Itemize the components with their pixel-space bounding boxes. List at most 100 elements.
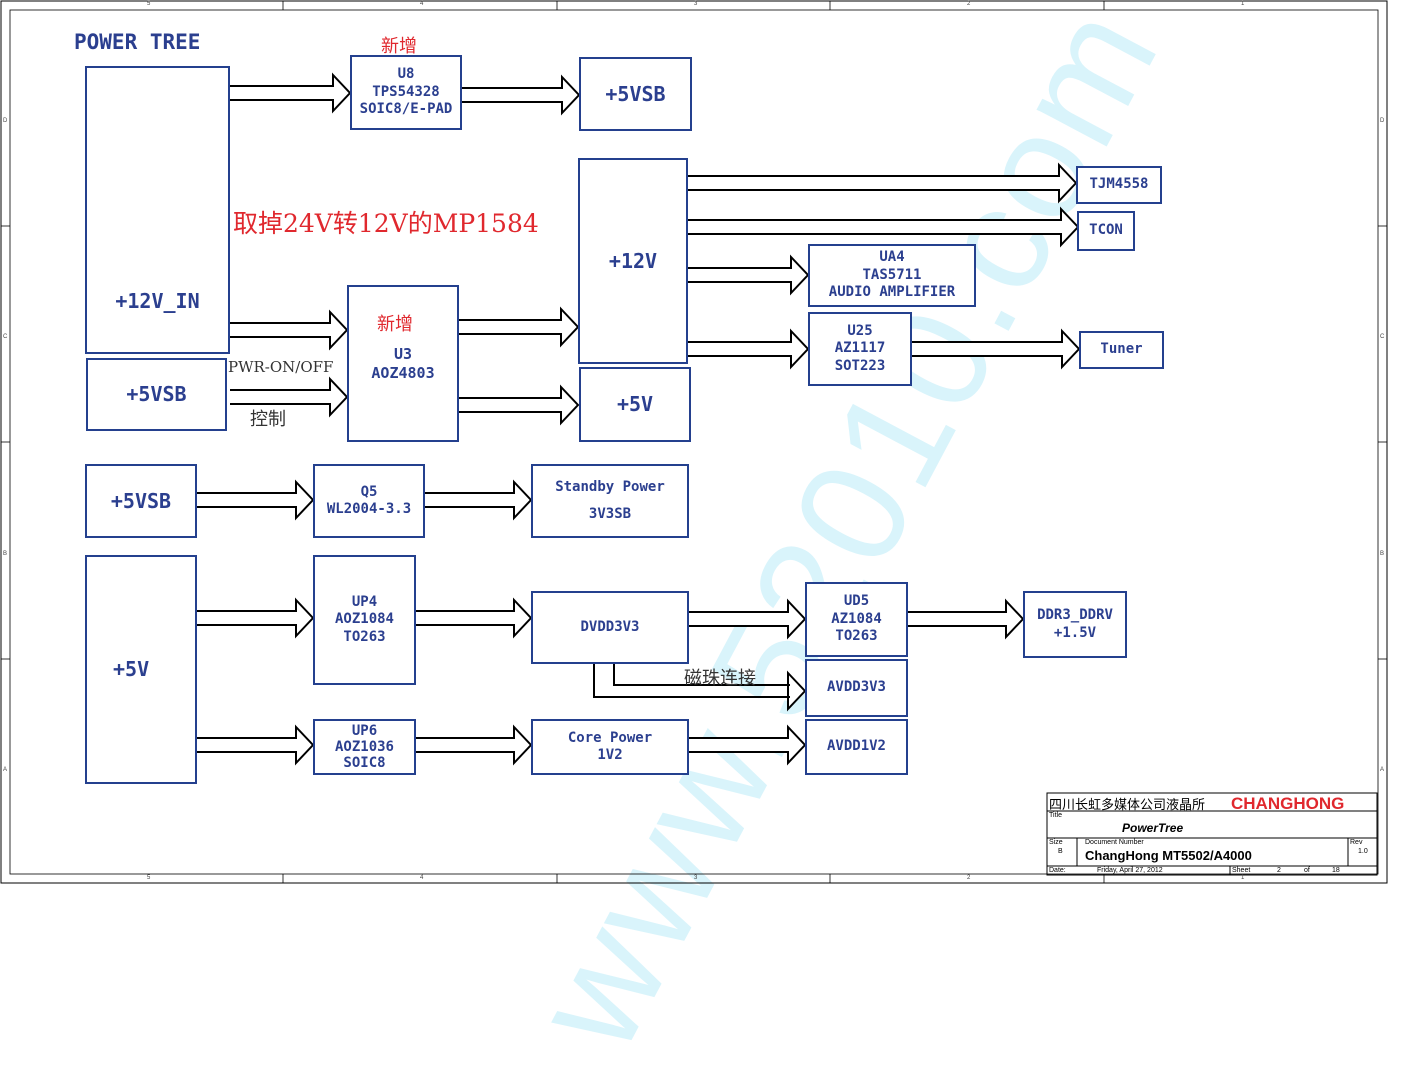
bus-arrow [459,384,580,426]
connector-lines [593,662,790,698]
node-line: AOZ4803 [371,363,435,382]
bus-arrow [230,376,349,418]
rev-label: Rev [1350,839,1363,846]
bus-arrow [197,479,315,521]
node-avdd3v3: AVDD3V3 [805,659,908,717]
node-line: +12V_IN [115,289,200,313]
bus-arrow [688,162,1078,204]
node-line: UD5 [843,593,870,610]
ruler-left-a: A [3,767,8,773]
ruler-left-d: D [3,118,8,124]
control-label: 控制 [250,409,286,430]
node-12v-in: +12V_IN [85,66,230,354]
ruler-top-3: 3 [694,1,698,7]
size-label: Size [1049,839,1063,846]
node-line: AOZ1084 [334,611,394,628]
node-line: Q5 [360,483,378,500]
bus-arrow [689,598,807,640]
node-line: UP6 [351,722,378,739]
node-line: 3V3SB [588,506,632,522]
ruler-top-2: 2 [967,1,971,7]
node-line: 1V2 [597,747,623,763]
node-ddr3-ddrv: DDR3_DDRV+1.5V [1023,591,1127,658]
bus-arrow [197,597,315,639]
brand-logo-text: CHANGHONG [1231,794,1345,813]
node-line: TO263 [835,628,878,645]
node-tjm4558: TJM4558 [1076,166,1162,204]
node-5vsb-out: +5VSB [579,57,692,131]
node-line: SOIC8/E-PAD [359,101,453,118]
bus-arrow [462,74,581,116]
node-line: U25 [847,322,873,339]
bus-arrow [912,328,1081,370]
node-line: Core Power [567,729,653,746]
node-line: SOIC8 [343,755,386,772]
node-line: +12V [608,248,658,273]
node-tuner: Tuner [1079,331,1164,369]
node-5vsb-top: +5VSB [86,358,227,431]
sheet-title: PowerTree [1122,821,1184,835]
removed-note: 取掉24V转12V的MP1584 [233,209,539,238]
ruler-left-c: C [3,334,8,340]
bus-arrow [688,328,810,370]
bus-arrow [688,254,810,296]
node-line: DVDD3V3 [580,618,640,635]
bus-arrow [230,309,349,351]
node-line: SOT223 [834,357,886,374]
node-line: AUDIO AMPLIFIER [828,284,956,301]
node-line: DDR3_DDRV [1037,607,1113,623]
node-line: TJM4558 [1089,176,1149,193]
node-tcon: TCON [1077,211,1135,251]
node-5vsb-mid: +5VSB [85,464,197,538]
node-5v-main: +5V [85,555,197,784]
node-line: AZ1117 [834,340,886,357]
node-line: +5VSB [126,382,187,406]
node-line: +1.5V [1053,624,1097,641]
bus-arrow [459,306,580,348]
bus-arrow [425,479,533,521]
node-line: AVDD3V3 [826,679,886,696]
ruler-right-b: B [1380,551,1385,557]
date-value: Friday, April 27, 2012 [1097,867,1163,874]
bus-arrow [416,597,533,639]
rev-value: 1.0 [1358,848,1368,855]
node-line: +5VSB [605,81,666,106]
ruler-bottom-5: 5 [147,875,151,881]
bus-arrow [688,206,1080,248]
node-line: UP4 [351,593,378,610]
sheet-total: 18 [1332,867,1340,874]
node-line: +5VSB [110,488,172,513]
ruler-top-1: 1 [1241,1,1245,7]
ruler-bottom-1: 1 [1241,875,1245,881]
ruler-bottom-3: 3 [694,875,698,881]
date-label: Date: [1049,867,1066,874]
ruler-top-5: 5 [147,1,151,7]
node-line: AVDD1V2 [826,738,886,755]
node-avdd1v2: AVDD1V2 [805,719,908,775]
document-number: ChangHong MT5502/A4000 [1085,848,1252,863]
bus-arrow [689,724,807,766]
ruler-right-c: C [1380,334,1385,340]
bus-arrow [230,72,352,114]
node-line: UA4 [879,249,905,266]
node-dvdd3v3: DVDD3V3 [531,591,689,664]
docnum-label: Document Number [1085,839,1144,846]
bead-arrow-head [787,670,807,712]
node-line: +5V [616,392,654,416]
node-line: U8 [397,66,415,83]
bus-arrow [197,724,315,766]
node-line: Tuner [1100,341,1143,358]
title-label: Title [1049,812,1062,819]
bus-arrow [416,724,533,766]
new-tag-u8: 新增 [381,36,417,57]
node-12v: +12V [578,158,688,364]
ruler-bottom-2: 2 [967,875,971,881]
